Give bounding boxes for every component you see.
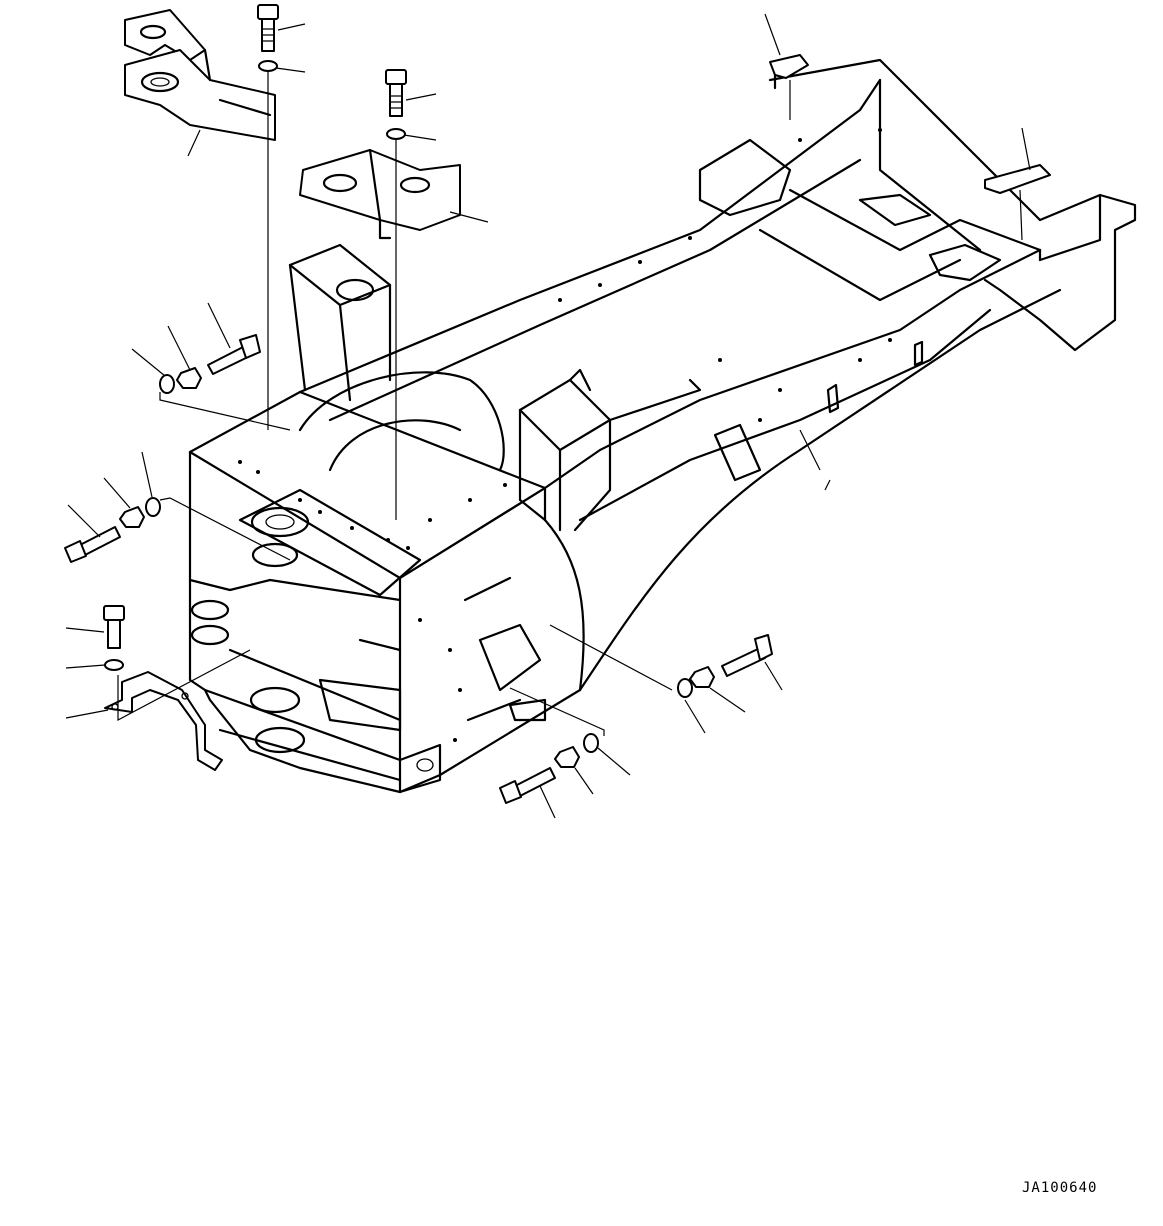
left-lower-bolt (65, 527, 120, 562)
upper-left-bracket (125, 10, 275, 140)
right-lower-nut (690, 667, 714, 687)
rear-upper-pad (770, 55, 808, 88)
bottom-washer (584, 734, 598, 752)
top-bolt (258, 5, 278, 51)
leader-lines (66, 14, 1030, 818)
right-lower-washer (678, 679, 692, 697)
middle-washer (387, 129, 405, 139)
left-upper-washer (160, 375, 174, 393)
bottom-nut (555, 747, 579, 767)
bottom-bolt (500, 768, 555, 803)
main-frame (190, 60, 1135, 792)
lower-left-bolt (104, 606, 124, 648)
left-lower-nut (120, 507, 144, 527)
lower-left-washer (105, 660, 123, 670)
middle-bolt (386, 70, 406, 116)
top-washer (259, 61, 277, 71)
upper-middle-bracket (300, 150, 460, 238)
left-upper-nut (177, 368, 201, 388)
drawing-code: JA100640 (1022, 1180, 1098, 1196)
right-lower-bolt (722, 635, 772, 676)
rear-right-pad (985, 165, 1050, 193)
frame-hole-markers (238, 128, 892, 742)
left-upper-bolt (208, 335, 260, 374)
lower-left-strap-bracket (105, 672, 222, 770)
left-lower-washer (146, 498, 160, 516)
